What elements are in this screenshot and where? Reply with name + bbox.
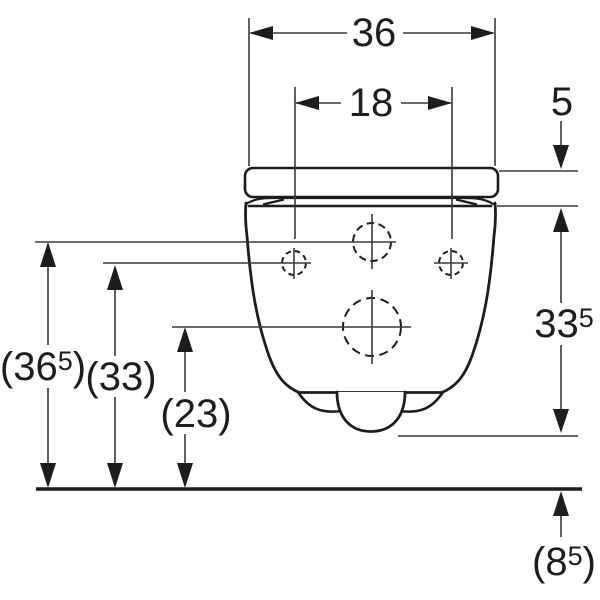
dim-label-rim-height: (33) xyxy=(85,357,156,397)
toilet-bowl xyxy=(244,201,497,433)
arrow-right xyxy=(471,26,495,40)
arrow-left xyxy=(249,26,273,40)
dimension-rim-height xyxy=(107,265,123,488)
dim-label-hole-spacing: 18 xyxy=(349,83,394,123)
arrow-down xyxy=(40,463,56,488)
arrow-down xyxy=(553,145,569,169)
seat-hinge-mark-right xyxy=(455,198,478,206)
arrow-up xyxy=(107,265,123,290)
dim-value: (33) xyxy=(85,355,157,399)
dim-value: 18 xyxy=(348,81,394,125)
dim-value: (36 xyxy=(0,345,58,389)
seat-hinge-mark-left xyxy=(262,198,285,206)
dimension-hole-spacing xyxy=(294,87,453,239)
dimension-outlet-height xyxy=(177,327,193,488)
dim-value: (23) xyxy=(160,392,232,436)
dim-superscript: 5 xyxy=(578,303,594,333)
dim-value: 36 xyxy=(351,11,397,55)
arrow-up xyxy=(177,327,193,352)
dim-superscript: 5 xyxy=(57,346,73,376)
bowl-underside-arc-right xyxy=(398,390,445,413)
arrow-down xyxy=(177,463,193,488)
dim-value: 33 xyxy=(534,302,579,346)
bowl-underside-arc-left xyxy=(296,390,343,413)
dimension-total-height xyxy=(40,242,56,488)
dimension-bowl-height xyxy=(398,208,578,437)
seat-top-edge xyxy=(244,196,495,206)
dim-label-outlet-height: (23) xyxy=(160,394,231,434)
toilet-lid xyxy=(243,166,500,199)
dimension-below-floor xyxy=(553,491,569,537)
dim-value: 5 xyxy=(550,80,574,124)
arrow-up xyxy=(553,208,569,232)
toilet-seat xyxy=(244,196,495,208)
dim-superscript: 5 xyxy=(567,541,583,571)
outlet-trap xyxy=(335,390,407,433)
dimension-seat-height xyxy=(497,121,578,207)
dim-label-seat-height: 5 xyxy=(551,82,573,122)
dim-label-top-width: 36 xyxy=(352,13,397,53)
arrow-down xyxy=(107,463,123,488)
arrow-right xyxy=(428,96,452,110)
dim-value: (8 xyxy=(532,540,568,584)
dim-paren: ) xyxy=(72,345,87,389)
arrow-down xyxy=(553,409,569,433)
centerlines-and-leaders xyxy=(35,214,468,364)
dim-paren: ) xyxy=(582,540,596,584)
arrow-left xyxy=(295,96,319,110)
arrow-up xyxy=(553,491,569,516)
arrow-up xyxy=(40,242,56,267)
dimension-top-width xyxy=(248,18,496,166)
